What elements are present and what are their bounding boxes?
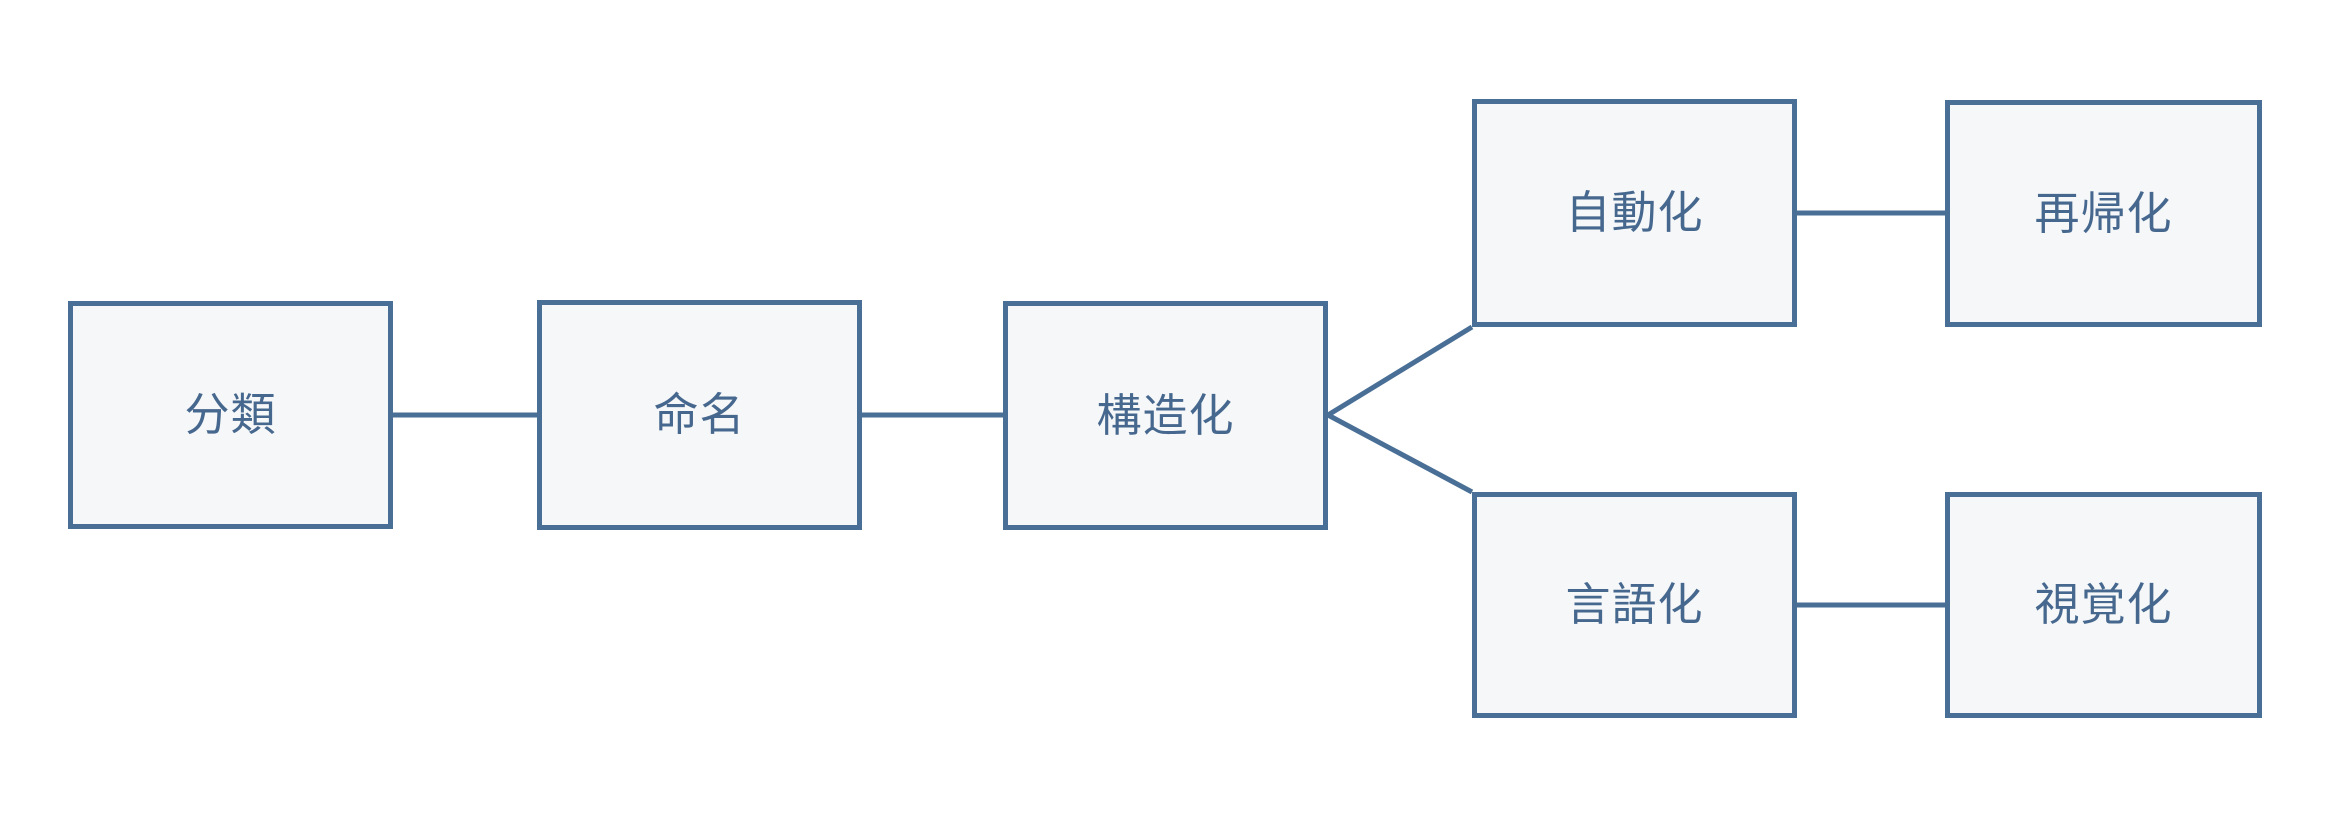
node-structure[interactable]: 構造化 (1003, 301, 1328, 530)
node-label-structure: 構造化 (1096, 388, 1235, 442)
node-recursion[interactable]: 再帰化 (1945, 100, 2262, 327)
node-label-automation: 自動化 (1565, 186, 1704, 240)
node-label-visualize: 視覚化 (2034, 578, 2173, 632)
node-label-naming: 命名 (653, 388, 746, 442)
node-automation[interactable]: 自動化 (1472, 99, 1797, 327)
node-verbalize[interactable]: 言語化 (1472, 492, 1797, 718)
node-classify[interactable]: 分類 (68, 301, 393, 529)
node-label-recursion: 再帰化 (2034, 186, 2173, 240)
edge-structure-automation (1326, 324, 1474, 418)
node-visualize[interactable]: 視覚化 (1945, 492, 2262, 718)
node-label-verbalize: 言語化 (1565, 578, 1704, 632)
edge-structure-verbalize (1326, 412, 1474, 495)
node-label-classify: 分類 (184, 388, 277, 442)
node-naming[interactable]: 命名 (537, 300, 862, 530)
